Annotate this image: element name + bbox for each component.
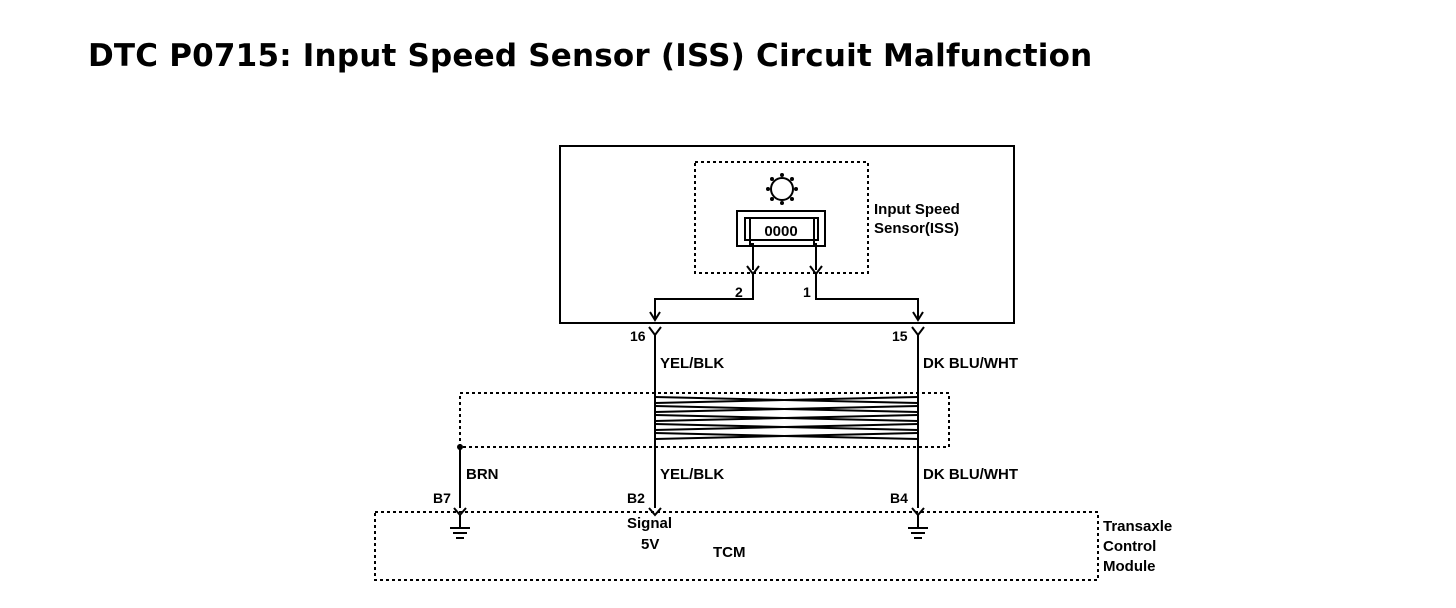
voltage-label: 5V (641, 536, 659, 553)
arrow-left (649, 311, 661, 322)
ground-icon-b7 (450, 515, 470, 539)
sensor-lead-1 (813, 218, 817, 270)
signal-label: Signal (627, 515, 672, 532)
sensor-coil-label: 0000 (764, 223, 797, 240)
pin-label-b7: B7 (433, 490, 451, 506)
ground-icon-b4 (908, 515, 928, 539)
connector-pin-1 (809, 265, 823, 280)
page-title: DTC P0715: Input Speed Sensor (ISS) Circ… (88, 38, 1093, 74)
pin-label-15: 15 (892, 328, 908, 344)
sensor-lead-2 (749, 218, 754, 270)
pin-label-b4: B4 (890, 490, 908, 506)
connector-pin-16 (648, 326, 662, 337)
wire-label-lower-left: YEL/BLK (660, 466, 724, 483)
tcm-outline (374, 511, 1099, 581)
sensor-outline (694, 161, 869, 274)
sensor-label-line2: Sensor(ISS) (874, 220, 959, 237)
arrow-right (912, 311, 924, 322)
internal-wire-left (654, 280, 754, 318)
sensor-label-line1: Input Speed (874, 201, 960, 218)
wire-label-shield: BRN (466, 466, 499, 483)
connector-pin-b2 (648, 507, 662, 517)
pin-label-b2: B2 (627, 490, 645, 506)
tone-wheel-icon (766, 173, 798, 205)
connector-pin-2 (746, 265, 760, 280)
sensor-element: 0000 (736, 210, 826, 247)
tcm-name-line1: Transaxle (1103, 518, 1172, 535)
wire-label-lower-right: DK BLU/WHT (923, 466, 1018, 483)
wire-label-upper-left: YEL/BLK (660, 355, 724, 372)
internal-wire-right (815, 280, 919, 318)
tcm-name-line2: Control (1103, 538, 1156, 555)
wire-label-upper-right: DK BLU/WHT (923, 355, 1018, 372)
tcm-name-line3: Module (1103, 558, 1156, 575)
shield-outline (459, 392, 950, 448)
pin-label-16: 16 (630, 328, 646, 344)
tcm-label: TCM (713, 544, 746, 561)
pin-label-1: 1 (803, 284, 811, 300)
pin-label-2: 2 (735, 284, 743, 300)
connector-pin-15 (911, 326, 925, 337)
twisted-pair-icon (654, 396, 919, 440)
component-enclosure (559, 145, 1015, 324)
